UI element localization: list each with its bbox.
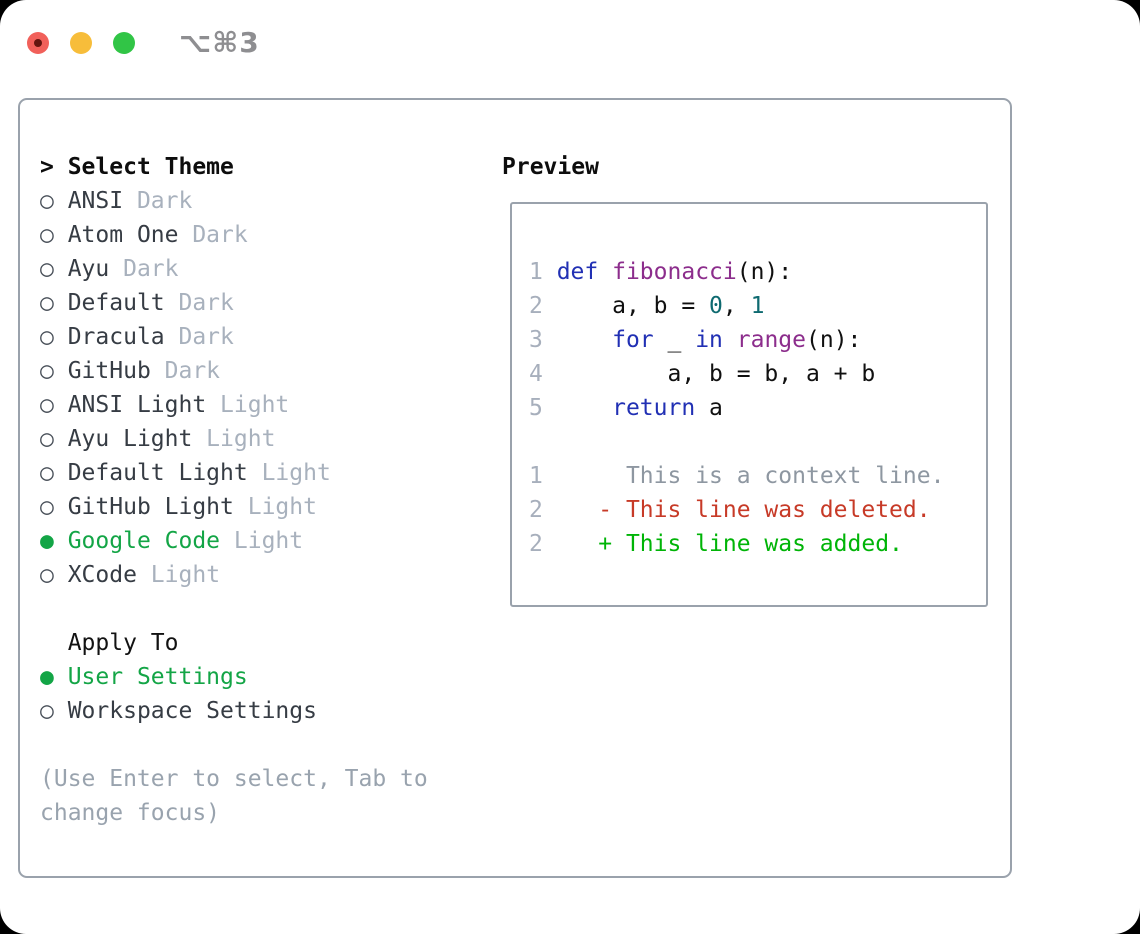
code-line: 4 a, b = b, a + b xyxy=(529,361,876,387)
theme-name: Atom One xyxy=(67,222,179,248)
theme-name: Default Light xyxy=(67,460,248,486)
theme-variant-tag: Dark xyxy=(123,188,193,214)
code-line: 1 def fibonacci(n): xyxy=(529,259,793,285)
theme-option-ansi-light[interactable]: ○ ANSI Light Light xyxy=(40,388,428,422)
code-line: 2 a, b = 0, 1 xyxy=(529,293,765,319)
theme-variant-tag: Dark xyxy=(178,222,248,248)
spacer-row xyxy=(40,728,428,762)
diff-line: 2 - This line was deleted. xyxy=(529,497,931,523)
diff-line: 1 This is a context line. xyxy=(529,463,945,489)
radio-icon: ○ xyxy=(40,222,68,248)
theme-name: Default xyxy=(67,290,165,316)
theme-variant-tag: Light xyxy=(192,426,276,452)
zoom-button-icon[interactable] xyxy=(113,31,135,54)
theme-option-default-light[interactable]: ○ Default Light Light xyxy=(40,456,428,490)
theme-option-ayu-light[interactable]: ○ Ayu Light Light xyxy=(40,422,428,456)
close-dot-icon xyxy=(34,38,42,47)
radio-selected-icon: ● xyxy=(40,528,68,554)
radio-icon: ○ xyxy=(40,324,68,350)
spacer-row xyxy=(40,592,428,626)
theme-variant-tag: Dark xyxy=(150,358,221,384)
theme-option-dracula[interactable]: ○ Dracula Dark xyxy=(40,320,428,354)
theme-variant-tag: Light xyxy=(136,562,221,588)
theme-option-xcode[interactable]: ○ XCode Light xyxy=(40,558,428,592)
blank-line xyxy=(529,425,986,459)
minimize-button-icon[interactable] xyxy=(70,31,92,54)
preview-box: 1 def fibonacci(n): 2 a, b = 0, 1 3 for _ … xyxy=(510,202,988,607)
radio-icon: ○ xyxy=(40,460,68,486)
theme-variant-tag: Light xyxy=(247,460,331,486)
theme-name: XCode xyxy=(67,562,137,588)
select-theme-header: > Select Theme xyxy=(40,154,234,180)
diff-line: 2 + This line was added. xyxy=(529,531,903,557)
radio-selected-icon: ● xyxy=(40,664,68,690)
apply-option-user-settings[interactable]: ● User Settings xyxy=(40,660,428,694)
theme-name: Ayu Light xyxy=(67,426,193,452)
theme-name: GitHub xyxy=(67,358,151,384)
theme-name: Ayu xyxy=(67,256,110,282)
help-text-line: (Use Enter to select, Tab to xyxy=(40,766,428,792)
window-title: ⌥⌘3 xyxy=(179,26,260,59)
radio-icon: ○ xyxy=(40,698,68,724)
close-button-icon[interactable] xyxy=(27,31,49,54)
theme-option-google-code[interactable]: ● Google Code Light xyxy=(40,524,428,558)
radio-icon: ○ xyxy=(40,392,68,418)
radio-icon: ○ xyxy=(40,562,68,588)
theme-option-ansi[interactable]: ○ ANSI Dark xyxy=(40,184,428,218)
theme-name: Google Code xyxy=(67,528,221,554)
theme-variant-tag: Light xyxy=(206,392,290,418)
apply-option-workspace-settings[interactable]: ○ Workspace Settings xyxy=(40,694,428,728)
radio-icon: ○ xyxy=(40,358,68,384)
apply-option-label: User Settings xyxy=(67,664,248,690)
theme-name: ANSI xyxy=(67,188,124,214)
radio-icon: ○ xyxy=(40,290,68,316)
preview-title: Preview xyxy=(502,154,599,180)
help-text-line: change focus) xyxy=(40,800,221,826)
theme-name: Dracula xyxy=(67,324,165,350)
theme-variant-tag: Dark xyxy=(109,256,179,282)
theme-variant-tag: Light xyxy=(233,494,317,520)
radio-icon: ○ xyxy=(40,188,68,214)
theme-variant-tag: Dark xyxy=(164,324,234,350)
theme-option-github-light[interactable]: ○ GitHub Light Light xyxy=(40,490,428,524)
radio-icon: ○ xyxy=(40,426,68,452)
theme-name: ANSI Light xyxy=(67,392,207,418)
apply-to-header: Apply To xyxy=(40,630,179,656)
main-panel: > Select Theme○ ANSI Dark○ Atom One Dark… xyxy=(18,98,1012,878)
theme-option-ayu[interactable]: ○ Ayu Dark xyxy=(40,252,428,286)
theme-variant-tag: Light xyxy=(220,528,304,554)
apply-option-label: Workspace Settings xyxy=(67,698,317,724)
code-line: 3 for _ in range(n): xyxy=(529,327,862,353)
theme-menu: > Select Theme○ ANSI Dark○ Atom One Dark… xyxy=(40,150,428,830)
radio-icon: ○ xyxy=(40,494,68,520)
radio-icon: ○ xyxy=(40,256,68,282)
theme-option-atom-one[interactable]: ○ Atom One Dark xyxy=(40,218,428,252)
code-line: 5 return a xyxy=(529,395,723,421)
theme-variant-tag: Dark xyxy=(164,290,234,316)
theme-option-default[interactable]: ○ Default Dark xyxy=(40,286,428,320)
titlebar: ⌥⌘3 xyxy=(27,26,260,59)
theme-name: GitHub Light xyxy=(67,494,234,520)
theme-option-github[interactable]: ○ GitHub Dark xyxy=(40,354,428,388)
